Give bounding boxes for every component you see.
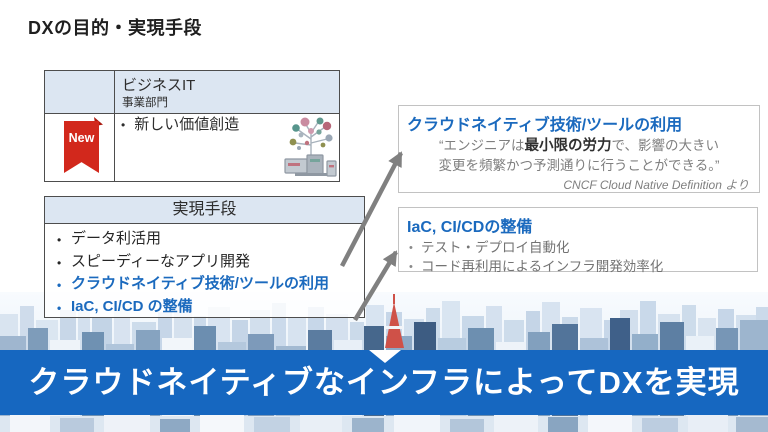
- banner-notch-triangle: [369, 350, 401, 363]
- iac-title: IaC, CI/CDの整備: [407, 219, 533, 236]
- methods-table: 実現手段 データ利活用 スピーディーなアプリ開発 クラウドネイティブ技術/ツール…: [44, 196, 365, 318]
- methods-item-cloud-native: クラウドネイティブ技術/ツールの利用: [57, 273, 364, 296]
- methods-item-speedy-app: スピーディーなアプリ開発: [57, 251, 364, 273]
- methods-list: データ利活用 スピーディーなアプリ開発 クラウドネイティブ技術/ツールの利用 I…: [45, 228, 364, 319]
- banner-text: クラウドネイティブなインフラによってDXを実現: [28, 365, 740, 400]
- business-bullet-item: • 新しい価値創造: [121, 115, 239, 135]
- cloud-native-quote: “エンジニアは最小限の労力で、影響の大きい 変更を頻繁かつ予測通りに行うことがで…: [399, 136, 759, 176]
- iac-panel: IaC, CI/CDの整備 テスト・デプロイ自動化 コード再利用によるインフラ開…: [398, 207, 758, 276]
- quote-emphasis: 最小限の労力: [524, 138, 612, 154]
- new-ribbon-badge: New: [64, 117, 103, 173]
- skyline-bottom-strip: [0, 412, 768, 432]
- business-bullet-label: 新しい価値創造: [134, 116, 240, 133]
- cloud-native-title: クラウドネイティブ技術/ツールの利用: [407, 117, 683, 134]
- methods-item-iac-cicd: IaC, CI/CD の整備: [57, 296, 364, 318]
- table-column-divider: [114, 71, 115, 181]
- cloud-native-attribution: CNCF Cloud Native Definition より: [563, 178, 749, 192]
- iac-list: テスト・デプロイ自動化 コード再利用によるインフラ開発効率化: [399, 239, 757, 276]
- bullet-marker: •: [121, 118, 126, 132]
- page-title: DXの目的・実現手段: [28, 18, 203, 38]
- business-table: ビジネスIT 事業部門 New • 新しい価値創造: [44, 70, 340, 182]
- methods-header: 実現手段: [45, 197, 364, 224]
- business-table-header: [45, 71, 339, 114]
- quote-line2: 変更を頻繁かつ予測通りに行うことができる。”: [438, 158, 720, 173]
- cloud-native-panel: クラウドネイティブ技術/ツールの利用 “エンジニアは最小限の労力で、影響の大きい…: [398, 105, 760, 193]
- value-creation-tree-icon: [284, 117, 337, 177]
- business-header-title: ビジネスIT: [122, 77, 196, 94]
- iac-item-code-reuse: コード再利用によるインフラ開発効率化: [409, 258, 757, 277]
- iac-item-test-deploy: テスト・デプロイ自動化: [409, 239, 757, 258]
- ribbon-body: [64, 121, 99, 173]
- quote-prefix: “エンジニアは: [439, 138, 525, 153]
- summary-banner: クラウドネイティブなインフラによってDXを実現: [0, 350, 768, 415]
- business-header-subtitle: 事業部門: [122, 97, 168, 109]
- new-badge-label: New: [68, 131, 95, 145]
- quote-suffix: で、影響の大きい: [611, 138, 719, 153]
- methods-item-data: データ利活用: [57, 228, 364, 251]
